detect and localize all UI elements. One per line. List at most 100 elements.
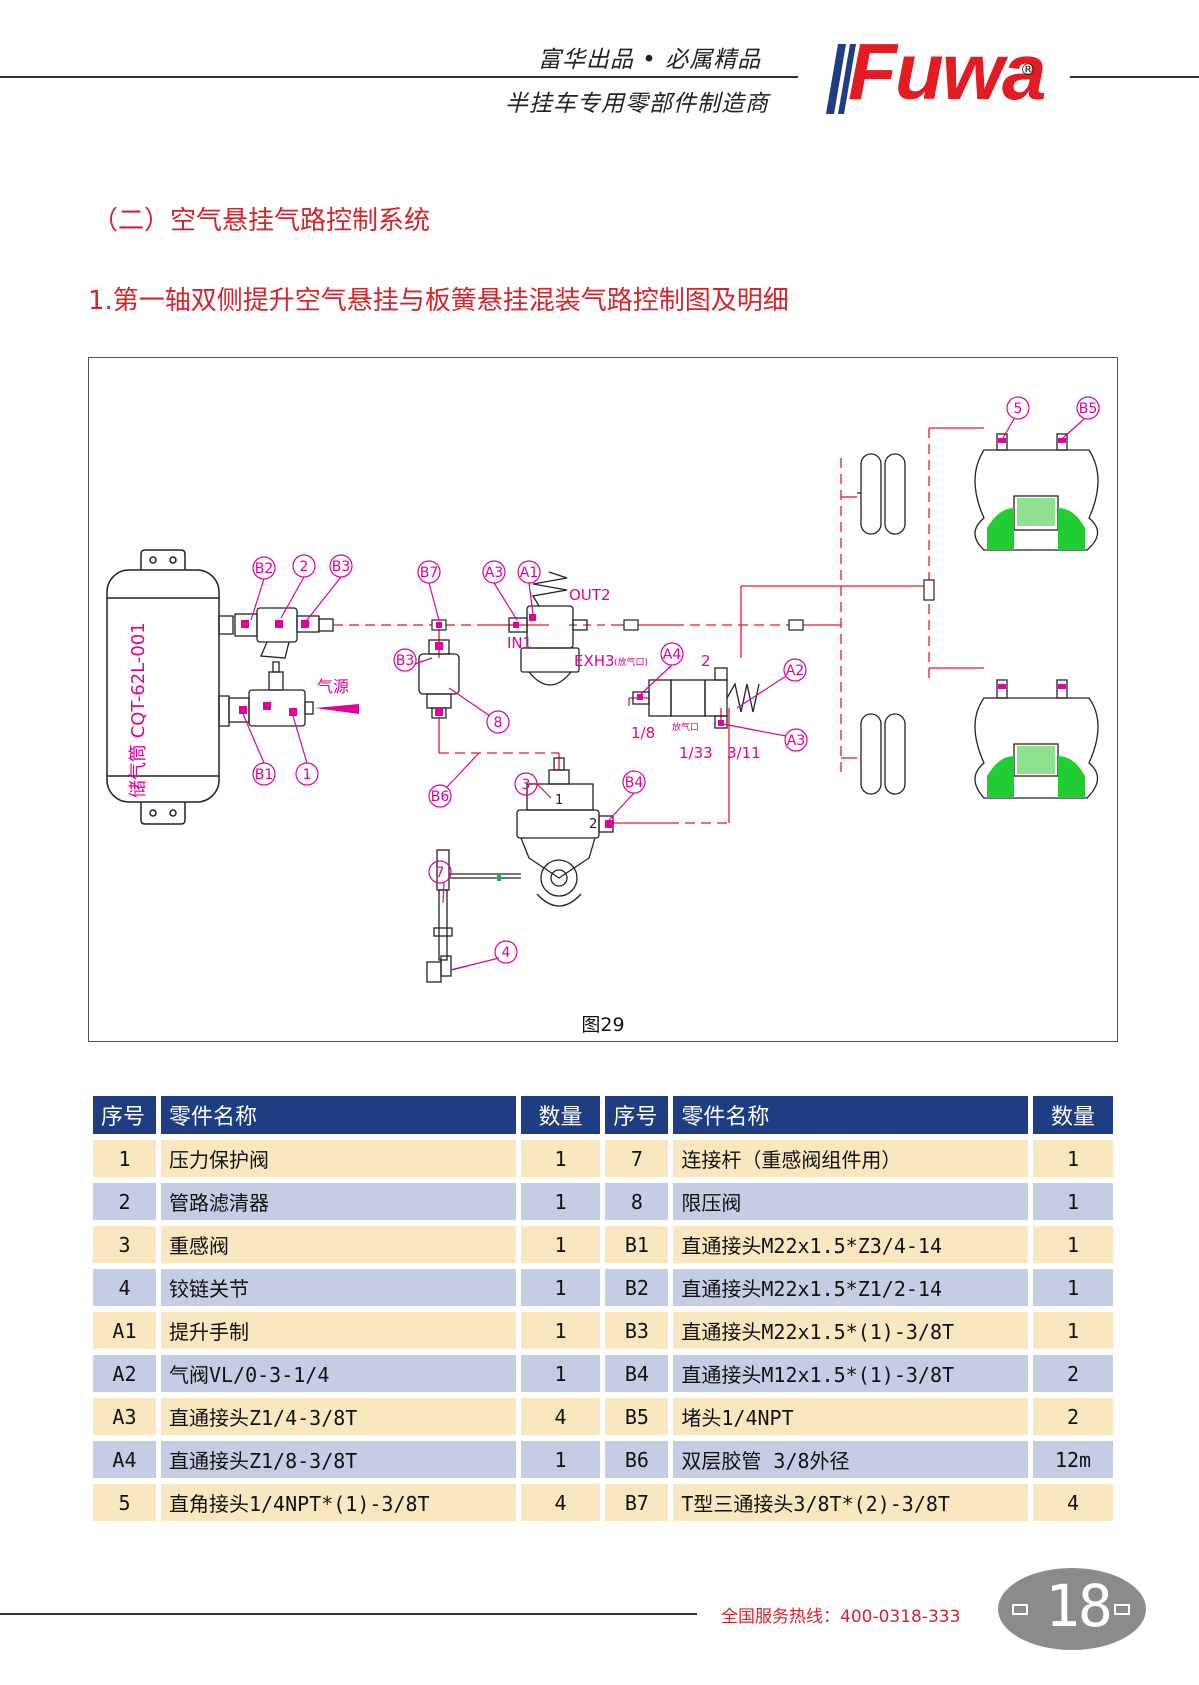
cell-part-name: 直通接头Z1/8-3/8T xyxy=(160,1441,516,1478)
callout-B3: B3 xyxy=(332,559,351,575)
callout-A2: A2 xyxy=(786,663,804,679)
cell-index: B3 xyxy=(605,1312,669,1349)
cell-index: B7 xyxy=(605,1484,669,1521)
cell-part-name: 重感阀 xyxy=(160,1226,516,1263)
callout-A3: A3 xyxy=(485,565,503,581)
page-number: 18 xyxy=(1045,1572,1113,1640)
cell-qty: 4 xyxy=(1033,1484,1113,1521)
cell-part-name: 直通接头M12x1.5*(1)-3/8T xyxy=(673,1355,1029,1392)
callout-4: 4 xyxy=(502,945,511,961)
callout-B2: B2 xyxy=(255,561,274,577)
header-qty: 数量 xyxy=(520,1096,601,1134)
leaf-spring-lower xyxy=(860,713,906,795)
header-qty: 数量 xyxy=(1033,1096,1113,1134)
callout-5: 5 xyxy=(1014,401,1023,417)
header-slogan-1: 富华出品 • 必属精品 xyxy=(538,47,762,73)
cell-part-name: 直通接头M22x1.5*Z3/4-14 xyxy=(673,1226,1029,1263)
logo-stripes-icon xyxy=(826,44,856,114)
callout-B6: B6 xyxy=(431,789,450,805)
cell-part-name: 堵头1/4NPT xyxy=(673,1398,1029,1435)
header-part-name: 零件名称 xyxy=(673,1096,1029,1134)
cell-qty: 4 xyxy=(520,1398,601,1435)
lift-hand-valve xyxy=(508,571,588,686)
cell-part-name: 直通接头M22x1.5*(1)-3/8T xyxy=(673,1312,1029,1349)
cell-qty: 1 xyxy=(520,1312,601,1349)
label-IN1: IN1 xyxy=(507,634,532,652)
port-2: 2 xyxy=(589,817,597,832)
page-badge-left-mark xyxy=(1012,1604,1028,1615)
callout-B7: B7 xyxy=(420,565,439,581)
cell-qty: 12m xyxy=(1033,1441,1113,1478)
cell-index: 4 xyxy=(93,1269,156,1306)
cell-qty: 1 xyxy=(520,1140,601,1177)
header-part-name: 零件名称 xyxy=(160,1096,516,1134)
cell-part-name: 限压阀 xyxy=(673,1183,1029,1220)
cell-index: A1 xyxy=(93,1312,156,1349)
label-vent: 放气口 xyxy=(672,721,699,733)
cell-index: B2 xyxy=(605,1269,669,1306)
callout-2: 2 xyxy=(300,559,309,575)
label-3-11: 3/11 xyxy=(727,744,761,762)
cell-qty: 1 xyxy=(1033,1140,1113,1177)
label-exh-note: (放气口) xyxy=(614,656,648,668)
callout-A1: A1 xyxy=(520,565,538,581)
cell-qty: 2 xyxy=(1033,1355,1113,1392)
section-title: （二）空气悬挂气路控制系统 xyxy=(92,206,431,236)
callout-A3-lower: A3 xyxy=(787,733,805,749)
cell-index: B6 xyxy=(605,1441,669,1478)
callout-B1: B1 xyxy=(255,767,274,783)
cell-part-name: 压力保护阀 xyxy=(160,1140,516,1177)
label-port2: 2 xyxy=(701,652,711,670)
cell-qty: 1 xyxy=(1033,1226,1113,1263)
air-tank xyxy=(106,549,220,825)
cell-part-name: 连接杆（重感阀组件用） xyxy=(673,1140,1029,1177)
table-header-row: 序号 零件名称 数量 序号 零件名称 数量 xyxy=(93,1096,1113,1134)
brand-wordmark: Fuwa xyxy=(848,27,1046,116)
callout-B3-lower: B3 xyxy=(396,653,415,669)
label-OUT2: OUT2 xyxy=(569,586,611,604)
cell-index: 3 xyxy=(93,1226,156,1263)
cell-qty: 1 xyxy=(1033,1269,1113,1306)
header-rule-right xyxy=(1070,76,1199,78)
cell-qty: 1 xyxy=(1033,1312,1113,1349)
port-1: 1 xyxy=(555,793,563,808)
leaf-spring-upper xyxy=(857,453,906,535)
cell-part-name: 直通接头M22x1.5*Z1/2-14 xyxy=(673,1269,1029,1306)
callout-labels: B2 2 B3 B7 A3 A1 A4 A2 A3 5 B5 B1 1 B3 8… xyxy=(255,401,1098,961)
cell-index: 5 xyxy=(93,1484,156,1521)
callout-7: 7 xyxy=(436,865,445,881)
cell-index: 2 xyxy=(93,1183,156,1220)
figure-caption: 图29 xyxy=(581,1014,625,1036)
load-sensing-valve xyxy=(516,757,614,907)
subtitle: 1.第一轴双侧提升空气悬挂与板簧悬挂混装气路控制图及明细 xyxy=(88,286,789,316)
cell-part-name: 直通接头Z1/4-3/8T xyxy=(160,1398,516,1435)
air-source-label: 气源 xyxy=(317,677,349,696)
callout-3: 3 xyxy=(522,777,531,793)
cell-index: B5 xyxy=(605,1398,669,1435)
cell-index: 1 xyxy=(93,1140,156,1177)
cell-index: 7 xyxy=(605,1140,669,1177)
cell-index: 8 xyxy=(605,1183,669,1220)
brand-logo: Fuwa ® xyxy=(826,27,1046,120)
cell-qty: 1 xyxy=(1033,1183,1113,1220)
cell-qty: 1 xyxy=(520,1441,601,1478)
cell-index: A2 xyxy=(93,1355,156,1392)
header-rule-left xyxy=(0,76,798,78)
cell-qty: 2 xyxy=(1033,1398,1113,1435)
pressure-protection-valve xyxy=(218,661,314,727)
pneumatic-diagram-svg: 储气筒 CQT-62L-001 气源 xyxy=(106,396,1100,983)
service-hotline: 全国服务热线：400-0318-333 xyxy=(721,1607,961,1627)
cell-index: A4 xyxy=(93,1441,156,1478)
cell-part-name: 提升手制 xyxy=(160,1312,516,1349)
header-index: 序号 xyxy=(93,1096,156,1134)
